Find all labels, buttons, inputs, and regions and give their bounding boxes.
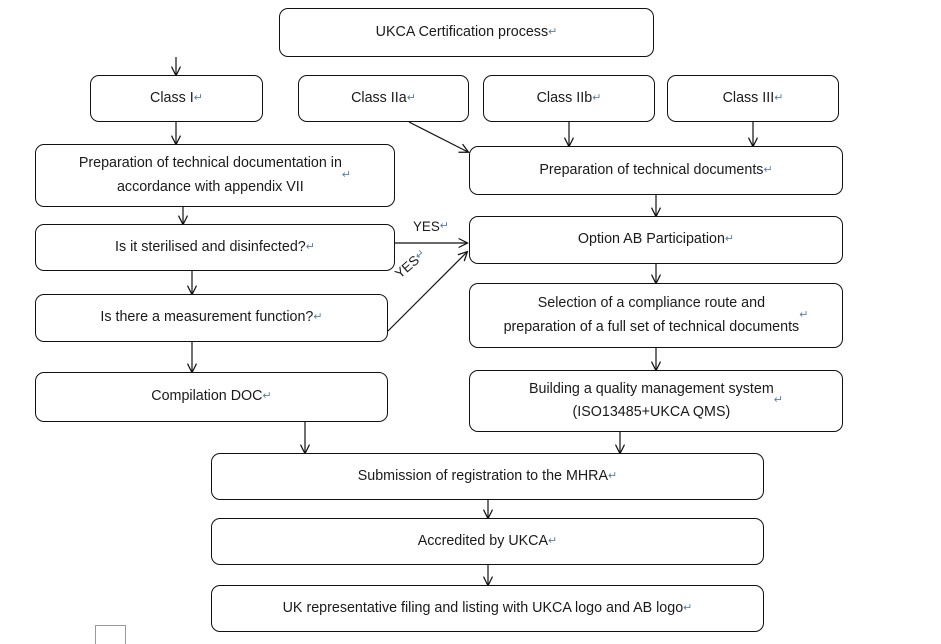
node-label: Selection of a compliance route and prep… — [503, 295, 800, 335]
node-label: Preparation of technical documentation i… — [78, 155, 342, 195]
node-submission-registration-mhra[interactable]: Submission of registration to the MHRA↵ — [211, 453, 764, 500]
node-label: Class III — [722, 89, 775, 106]
node-label: Class I — [150, 89, 194, 106]
return-mark-icon: ↵ — [608, 469, 618, 482]
return-mark-icon: ↵ — [313, 311, 323, 324]
page-margin-guide-bottom-left — [95, 625, 125, 644]
return-mark-icon: ↵ — [406, 91, 416, 104]
return-mark-icon: ↵ — [548, 534, 558, 547]
edge-label-yes-sterilised: YES↵ — [413, 219, 449, 234]
return-mark-icon: ↵ — [305, 240, 315, 253]
node-label: Class IIb — [536, 89, 593, 106]
edge-label-text: YES — [413, 219, 440, 234]
node-label: Class IIa — [351, 89, 407, 106]
return-mark-icon: ↵ — [683, 601, 693, 614]
node-label: Is there a measurement function? — [100, 309, 314, 326]
return-mark-icon: ↵ — [439, 220, 450, 232]
node-label: Is it sterilised and disinfected? — [115, 238, 306, 255]
node-uk-representative-filing-listing[interactable]: UK representative filing and listing wit… — [211, 585, 764, 632]
return-mark-icon: ↵ — [262, 390, 272, 403]
node-label: Submission of registration to the MHRA — [357, 467, 609, 484]
node-selection-compliance-route[interactable]: Selection of a compliance route and prep… — [469, 283, 843, 348]
return-mark-icon: ↵ — [774, 91, 784, 104]
return-mark-icon: ↵ — [193, 91, 203, 104]
node-class-iia[interactable]: Class IIa↵ — [298, 75, 469, 122]
node-label: UK representative filing and listing wit… — [282, 599, 684, 616]
edge-label-yes-measurement: YES↵ — [392, 246, 429, 281]
return-mark-icon: ↵ — [548, 25, 558, 38]
node-compilation-doc[interactable]: Compilation DOC↵ — [35, 372, 388, 422]
node-question-is-there-a-measurement-function[interactable]: Is there a measurement function?↵ — [35, 294, 388, 342]
node-class-iii[interactable]: Class III↵ — [667, 75, 839, 122]
node-label: Option AB Participation — [577, 231, 725, 248]
node-label: Accredited by UKCA — [417, 532, 549, 549]
node-label: Building a quality management system (IS… — [529, 380, 774, 420]
node-building-quality-management-system[interactable]: Building a quality management system (IS… — [469, 370, 843, 432]
return-mark-icon: ↵ — [799, 308, 809, 321]
page-margin-guide-bottom-right — [125, 625, 126, 644]
node-question-is-it-sterilised-and-disinfected[interactable]: Is it sterilised and disinfected?↵ — [35, 224, 395, 271]
return-mark-icon: ↵ — [773, 394, 783, 407]
node-title-ukca-certification-process[interactable]: UKCA Certification process↵ — [279, 8, 654, 57]
node-option-ab-participation[interactable]: Option AB Participation↵ — [469, 216, 843, 264]
node-preparation-technical-documents[interactable]: Preparation of technical documents↵ — [469, 146, 843, 195]
node-class-i[interactable]: Class I↵ — [90, 75, 263, 122]
node-accredited-by-ukca[interactable]: Accredited by UKCA↵ — [211, 518, 764, 565]
node-class-iib[interactable]: Class IIb↵ — [483, 75, 655, 122]
node-label: Compilation DOC — [151, 388, 263, 405]
node-label: UKCA Certification process — [375, 23, 549, 40]
return-mark-icon: ↵ — [592, 91, 602, 104]
node-preparation-technical-documentation-appendix-vii[interactable]: Preparation of technical documentation i… — [35, 144, 395, 207]
node-label: Preparation of technical documents — [539, 161, 764, 178]
return-mark-icon: ↵ — [341, 168, 352, 181]
return-mark-icon: ↵ — [763, 163, 773, 176]
return-mark-icon: ↵ — [724, 233, 735, 246]
